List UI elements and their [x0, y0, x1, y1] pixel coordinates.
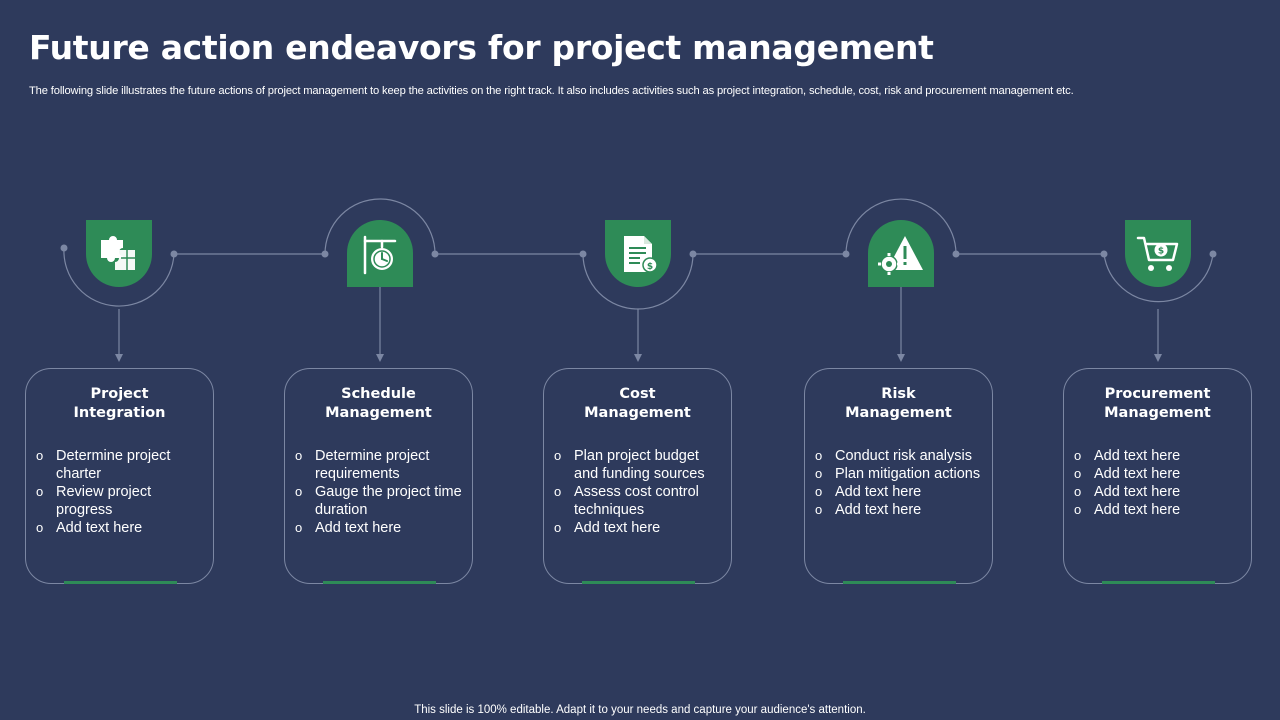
- timeline-dot: [579, 250, 587, 258]
- timeline-dot: [170, 250, 178, 258]
- document-coin-icon: $: [624, 235, 658, 273]
- step-3-badge: $: [605, 220, 671, 287]
- step-2-badge: [347, 220, 413, 287]
- svg-text:$: $: [1158, 246, 1164, 256]
- arrow-head: [376, 354, 384, 362]
- arrow-head: [115, 354, 123, 362]
- timeline-dot: [1209, 250, 1217, 258]
- card-title: Schedule Management: [325, 386, 432, 421]
- timeline-arc: [845, 198, 957, 255]
- card-title: Project Integration: [73, 386, 166, 421]
- footer-note: This slide is 100% editable. Adapt it to…: [414, 704, 866, 716]
- card-title: Procurement Management: [1104, 386, 1211, 421]
- svg-text:$: $: [647, 262, 653, 272]
- timeline-dot: [60, 244, 68, 252]
- card-accent-bar: [323, 581, 436, 584]
- card-title: Cost Management: [584, 386, 691, 421]
- card-accent-bar: [843, 581, 956, 584]
- shopping-cart-icon: $: [1136, 236, 1179, 271]
- page-title: Future action endeavors for project mana…: [29, 28, 934, 67]
- step-4-badge: [868, 220, 934, 287]
- timeline-dot: [431, 250, 439, 258]
- card-accent-bar: [64, 581, 177, 584]
- arrow-head: [634, 354, 642, 362]
- timeline-dot: [321, 250, 329, 258]
- warning-gear-icon: [878, 235, 923, 275]
- timeline-arc: [324, 198, 436, 255]
- card-title: Risk Management: [845, 386, 952, 421]
- card-accent-bar: [582, 581, 695, 584]
- puzzle-icon: [101, 235, 135, 270]
- arrow-head: [1154, 354, 1162, 362]
- arrow-head: [897, 354, 905, 362]
- timeline-dot: [842, 250, 850, 258]
- clock-sign-icon: [363, 235, 397, 274]
- page-subtitle: The following slide illustrates the futu…: [29, 85, 1074, 97]
- step-1-badge: [86, 220, 152, 287]
- step-5-badge: $: [1125, 220, 1191, 287]
- card-accent-bar: [1102, 581, 1215, 584]
- timeline-dot: [1100, 250, 1108, 258]
- timeline-dot: [952, 250, 960, 258]
- timeline-arc: [1103, 253, 1214, 303]
- timeline-arc: [63, 247, 175, 307]
- timeline-dot: [689, 250, 697, 258]
